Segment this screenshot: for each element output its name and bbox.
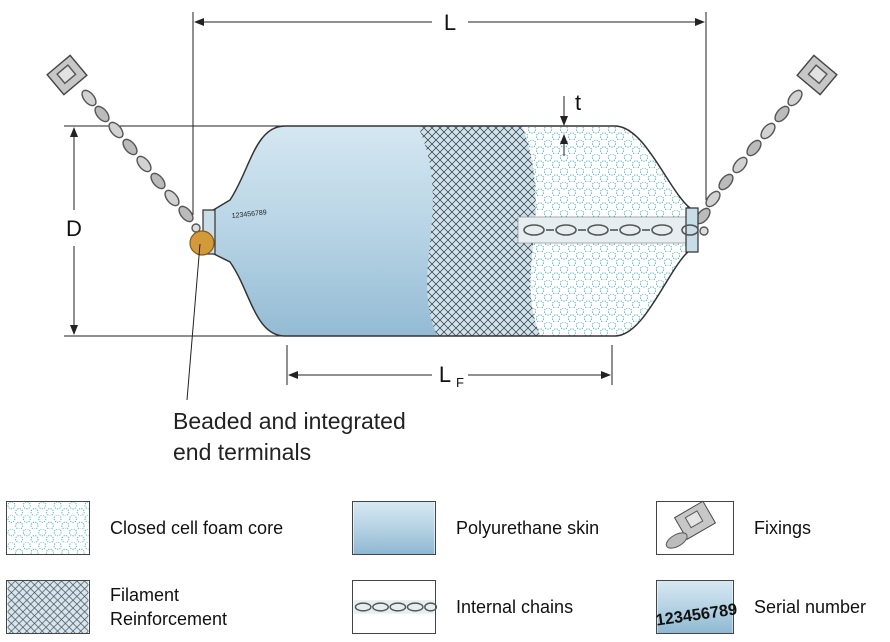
skin-swatch (352, 501, 436, 555)
thickness-label: t (575, 90, 581, 115)
legend-label-serial-number: Serial number (754, 597, 867, 617)
terminal-callout (186, 230, 215, 401)
fender-body: 123456789 (202, 125, 699, 337)
terminal-callout-text: Beaded and integrated end terminals (173, 406, 406, 468)
foam-length-subscript: F (456, 375, 464, 390)
right-end-terminal (685, 207, 699, 253)
legend-skin: Polyurethane skin (352, 501, 599, 555)
legend-foam-core: Closed cell foam core (6, 501, 283, 555)
right-fixing-chain (695, 54, 838, 236)
fixings-swatch (656, 500, 734, 555)
chains-swatch (352, 580, 438, 634)
left-fixing-chain (46, 54, 201, 233)
legend-fixings: Fixings (656, 500, 812, 555)
beaded-terminal-highlight (189, 230, 215, 256)
dimension-diameter: D (64, 125, 285, 337)
dimension-length: L (192, 10, 707, 215)
dimension-foam-length: L F (286, 345, 613, 390)
foam-core-swatch (6, 501, 90, 555)
dimension-thickness: t (560, 90, 581, 156)
legend-filament: Filament Reinforcement (6, 580, 227, 634)
filament-swatch (6, 580, 90, 634)
legend-label-internal-chains: Internal chains (456, 597, 574, 617)
legend-internal-chains: Internal chains (352, 580, 573, 634)
callout-line-1: Beaded and integrated (173, 408, 406, 434)
legend-label-fixings: Fixings (754, 518, 812, 538)
right-fixing-plate (796, 54, 838, 96)
legend-label-filament: Filament Reinforcement (110, 583, 227, 631)
callout-line-2: end terminals (173, 439, 312, 465)
legend-label-filament-line-2: Reinforcement (110, 609, 228, 629)
legend-label-foam-core: Closed cell foam core (110, 518, 284, 538)
foam-length-label: L (439, 362, 451, 387)
diameter-label: D (66, 216, 82, 241)
legend-serial-number: 123456789 Serial number (655, 580, 867, 634)
serial-number-mark: 123456789 (231, 209, 267, 220)
legend-label-skin: Polyurethane skin (456, 518, 600, 538)
length-label: L (444, 10, 456, 35)
serial-swatch: 123456789 (655, 580, 738, 634)
left-fixing-plate (46, 54, 88, 96)
internal-chain (523, 224, 699, 236)
legend-label-filament-line-1: Filament (110, 585, 180, 605)
